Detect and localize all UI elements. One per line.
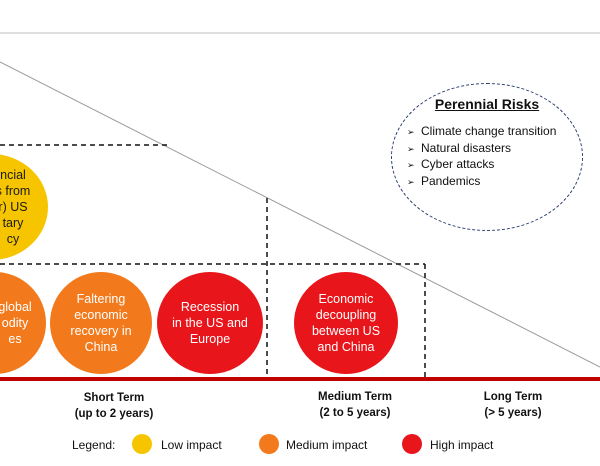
arrow-bullet-icon: ➢ bbox=[407, 176, 415, 187]
perennial-risks-circle: Perennial Risks ➢Climate change transiti… bbox=[391, 83, 583, 231]
risk-circle-us-china-decoupling: Economic decoupling between US and China bbox=[294, 272, 398, 374]
legend-medium-impact-label: Medium impact bbox=[286, 438, 368, 452]
risk-circle-china-recovery: Faltering economic recovery in China bbox=[50, 272, 152, 374]
diagonal-trend-line bbox=[0, 61, 600, 368]
long-term-label: Long Term (> 5 years) bbox=[483, 391, 543, 419]
legend: Legend: Low impact Medium impact High im… bbox=[0, 434, 600, 456]
legend-title: Legend: bbox=[72, 438, 116, 452]
medium-term-label: Medium Term (2 to 5 years) bbox=[318, 391, 392, 419]
legend-low-impact-label: Low impact bbox=[161, 438, 222, 452]
legend-high-impact-dot-icon bbox=[402, 434, 422, 454]
arrow-bullet-icon: ➢ bbox=[407, 143, 415, 154]
legend-high-impact-label: High impact bbox=[430, 438, 494, 452]
perennial-risks-title: Perennial Risks bbox=[434, 96, 540, 112]
perennial-risk-item: ➢Natural disasters bbox=[407, 141, 556, 158]
legend-low-impact-dot-icon bbox=[132, 434, 152, 454]
short-term-label: Short Term (up to 2 years) bbox=[74, 392, 154, 420]
legend-medium-impact-dot-icon bbox=[259, 434, 279, 454]
perennial-risk-item: ➢Cyber attacks bbox=[407, 157, 556, 174]
arrow-bullet-icon: ➢ bbox=[407, 127, 415, 137]
perennial-risk-item: ➢Pandemics bbox=[407, 174, 556, 191]
risk-circle-us-europe-recession: Recession in the US and Europe bbox=[157, 272, 263, 374]
perennial-risks-list: ➢Climate change transition ➢Natural disa… bbox=[407, 124, 556, 190]
perennial-risk-item: ➢Climate change transition bbox=[407, 124, 556, 141]
arrow-bullet-icon: ➢ bbox=[407, 160, 415, 170]
